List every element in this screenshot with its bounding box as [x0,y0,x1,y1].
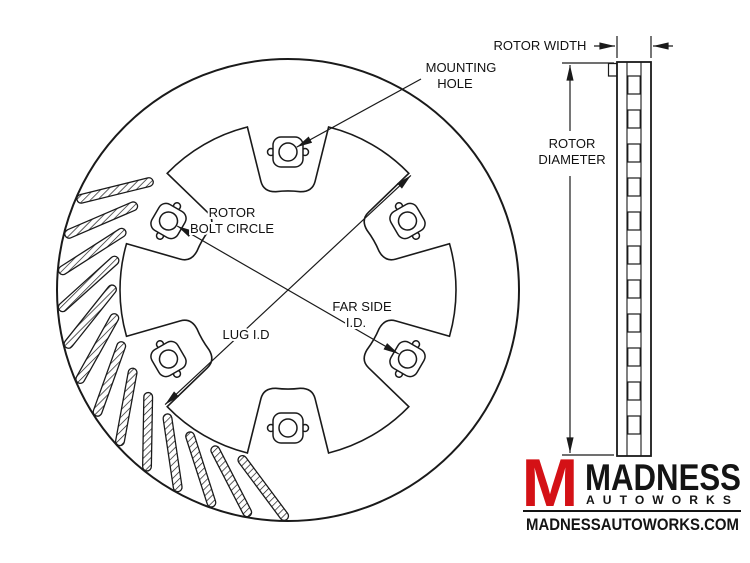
label-mounting-hole: HOLE [437,76,473,91]
rotor-slot [116,368,137,445]
rotor-slot [77,178,153,203]
mounting-pad [266,136,310,168]
rotor-slot [238,456,288,520]
label-far-side-id: I.D. [346,315,366,330]
brand-website: MADNESSAUTOWORKS.COM [526,515,739,534]
rotor-width-dimension [594,36,673,58]
mounting-pad [150,202,187,240]
rotor-slot [59,228,126,274]
vane-section [627,347,641,367]
rotor-slot [211,446,251,516]
label-lug-id: LUG I.D [223,327,270,342]
mounting-pad [266,412,310,444]
label-rotor-diameter: ROTOR [549,136,596,151]
rotor-outer-circle [56,58,520,522]
vane-section [627,381,641,401]
rotor-slot [93,342,125,416]
rotor-slot [143,393,152,471]
rotor-slot [186,432,216,507]
label-rotor-diameter: DIAMETER [538,152,605,167]
rotor-slot [76,314,119,383]
mounting-pad [389,340,426,378]
hat-flange-step [607,62,617,77]
rotor-slot [65,202,137,238]
label-rotor-bolt-circle: BOLT CIRCLE [190,221,274,236]
mounting-pad [150,340,187,378]
madness-autoworks-branding: M MADNESS AUTOWORKS MADNESSAUTOWORKS.COM [522,445,741,534]
mounting-pad [389,202,426,240]
vane-section [627,279,641,299]
brand-name: MADNESS [585,457,741,498]
rotor-side-outline [616,61,652,457]
rotor-slot [64,285,116,348]
vane-section [627,75,641,95]
mounting-hole [278,142,298,162]
vane-section [627,415,641,435]
far-side-id-dimension-line [164,174,412,406]
rotor-side-view [607,61,652,457]
rotor-hat-outline [119,126,457,454]
mounting-hole-leader-line [296,78,422,148]
rotor-diameter-dimension [562,62,614,456]
brand-division: AUTOWORKS [586,493,739,507]
vane-section [627,109,641,129]
madness-m-logo: M [522,445,579,521]
label-rotor-width: ROTOR WIDTH [494,38,587,53]
label-mounting-hole: MOUNTING [426,60,497,75]
vane-section-group [627,75,641,435]
rotor-slot [163,414,182,491]
rotor-front-view [56,58,520,522]
rotor-slot [59,256,119,311]
vane-section [627,177,641,197]
rotor-slot-group [57,177,290,521]
label-rotor-bolt-circle: ROTOR [209,205,256,220]
vane-section [627,143,641,163]
label-far-side-id: FAR SIDE [332,299,392,314]
mounting-hole [278,418,298,438]
vane-section [627,245,641,265]
vane-section [627,211,641,231]
vane-section [627,313,641,333]
